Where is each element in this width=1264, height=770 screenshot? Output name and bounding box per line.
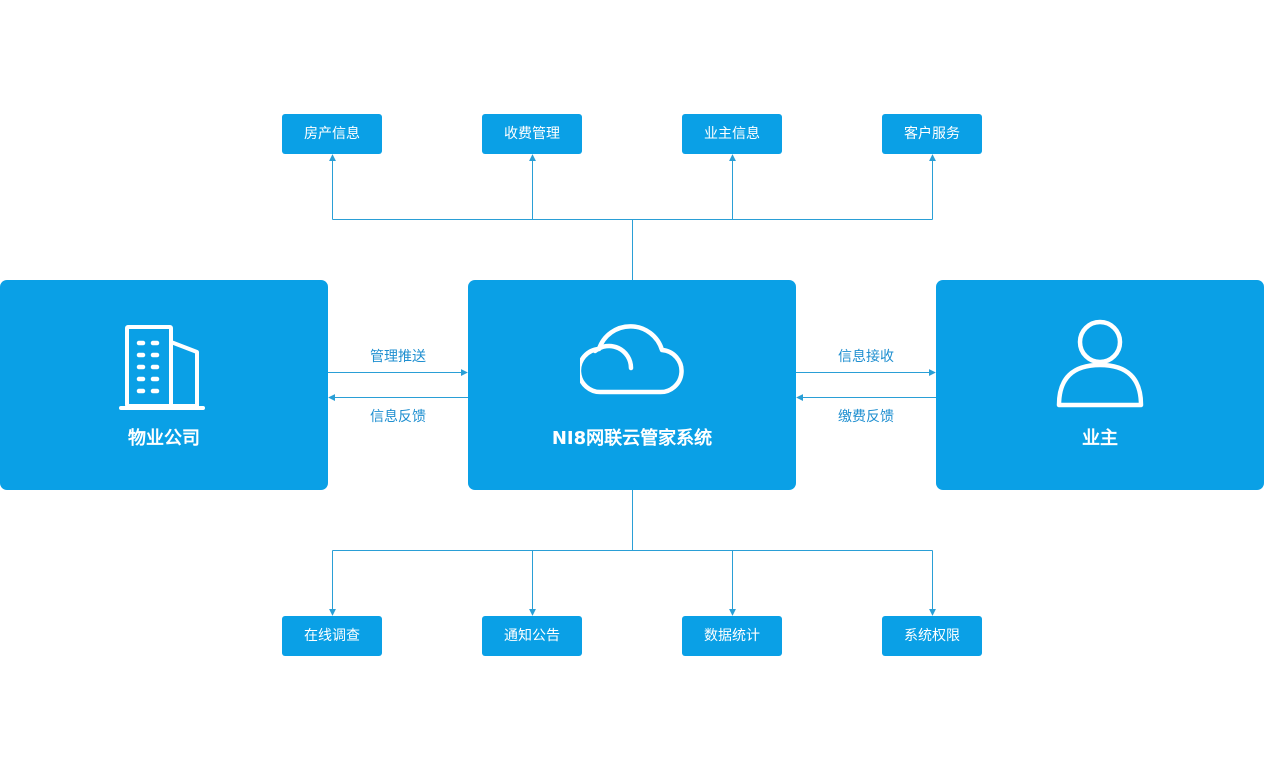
node-label: 业主 [1082,428,1118,449]
bottom-module-gonggao: 通知公告 [482,616,582,656]
node-label: NI8网联云管家系统 [551,428,713,449]
node-label: 物业公司 [128,428,200,449]
user-icon [936,317,1264,409]
edge-label-info-feedback: 信息反馈 [370,409,426,425]
building-icon [0,324,328,412]
top-module-shoufei: 收费管理 [482,114,582,154]
top-module-fangchan: 房产信息 [282,114,382,154]
top-module-kehu: 客户服务 [882,114,982,154]
bottom-module-diaocha: 在线调查 [282,616,382,656]
top-module-yezhu-info: 业主信息 [682,114,782,154]
edge-label-payment-feedback: 缴费反馈 [838,409,894,425]
edge-label-management-push: 管理推送 [370,349,426,365]
edge-label-info-receive: 信息接收 [838,349,894,365]
bottom-module-quanxian: 系统权限 [882,616,982,656]
bottom-module-tongji: 数据统计 [682,616,782,656]
node-owner: 业主 [936,280,1264,490]
cloud-icon [468,315,796,397]
node-property-company: 物业公司 [0,280,328,490]
node-cloud-system: NI8网联云管家系统 [468,280,796,490]
